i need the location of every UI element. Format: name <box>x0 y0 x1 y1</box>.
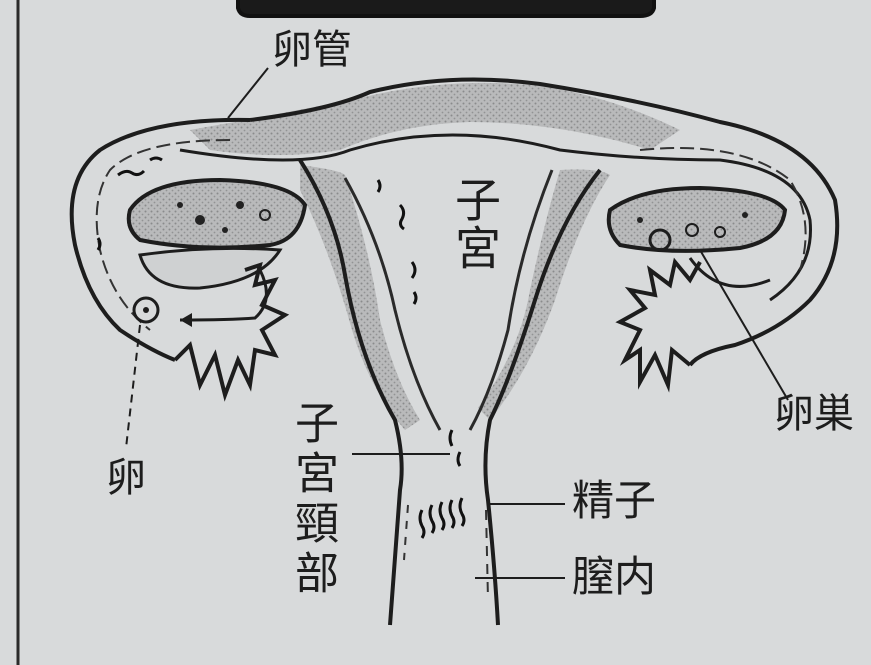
cervix-sperm-squiggle <box>458 452 460 466</box>
cervix-label: 子宮頸部 <box>290 400 334 600</box>
oviduct-sperm-squiggle <box>150 158 162 160</box>
oviduct-label: 卵管 <box>272 30 352 70</box>
vaginal-sperm-group <box>420 498 464 538</box>
ovary-label: 卵巣 <box>774 394 854 434</box>
uterus-label: 子宮 <box>452 176 498 272</box>
uterus-sperm-squiggle <box>414 292 416 304</box>
uterus-sperm-squiggle <box>412 262 415 278</box>
sperm-label: 精子 <box>572 480 656 522</box>
oviduct-leader-line <box>228 68 268 118</box>
oviduct-sperm-squiggle <box>118 171 144 175</box>
egg-label: 卵 <box>106 458 146 498</box>
header-box <box>238 0 654 16</box>
vagina-inner-dash <box>486 510 488 600</box>
uterus-sperm-squiggle <box>400 205 404 229</box>
cervix-sperm-squiggle <box>450 430 452 446</box>
vagina-inner-dash <box>404 505 408 560</box>
left-ovary <box>129 180 305 288</box>
uterus-sperm-squiggle <box>378 180 380 192</box>
egg-leader-line <box>126 325 140 448</box>
vagina-label: 膣内 <box>572 556 656 598</box>
right-fimbriae <box>620 262 700 385</box>
